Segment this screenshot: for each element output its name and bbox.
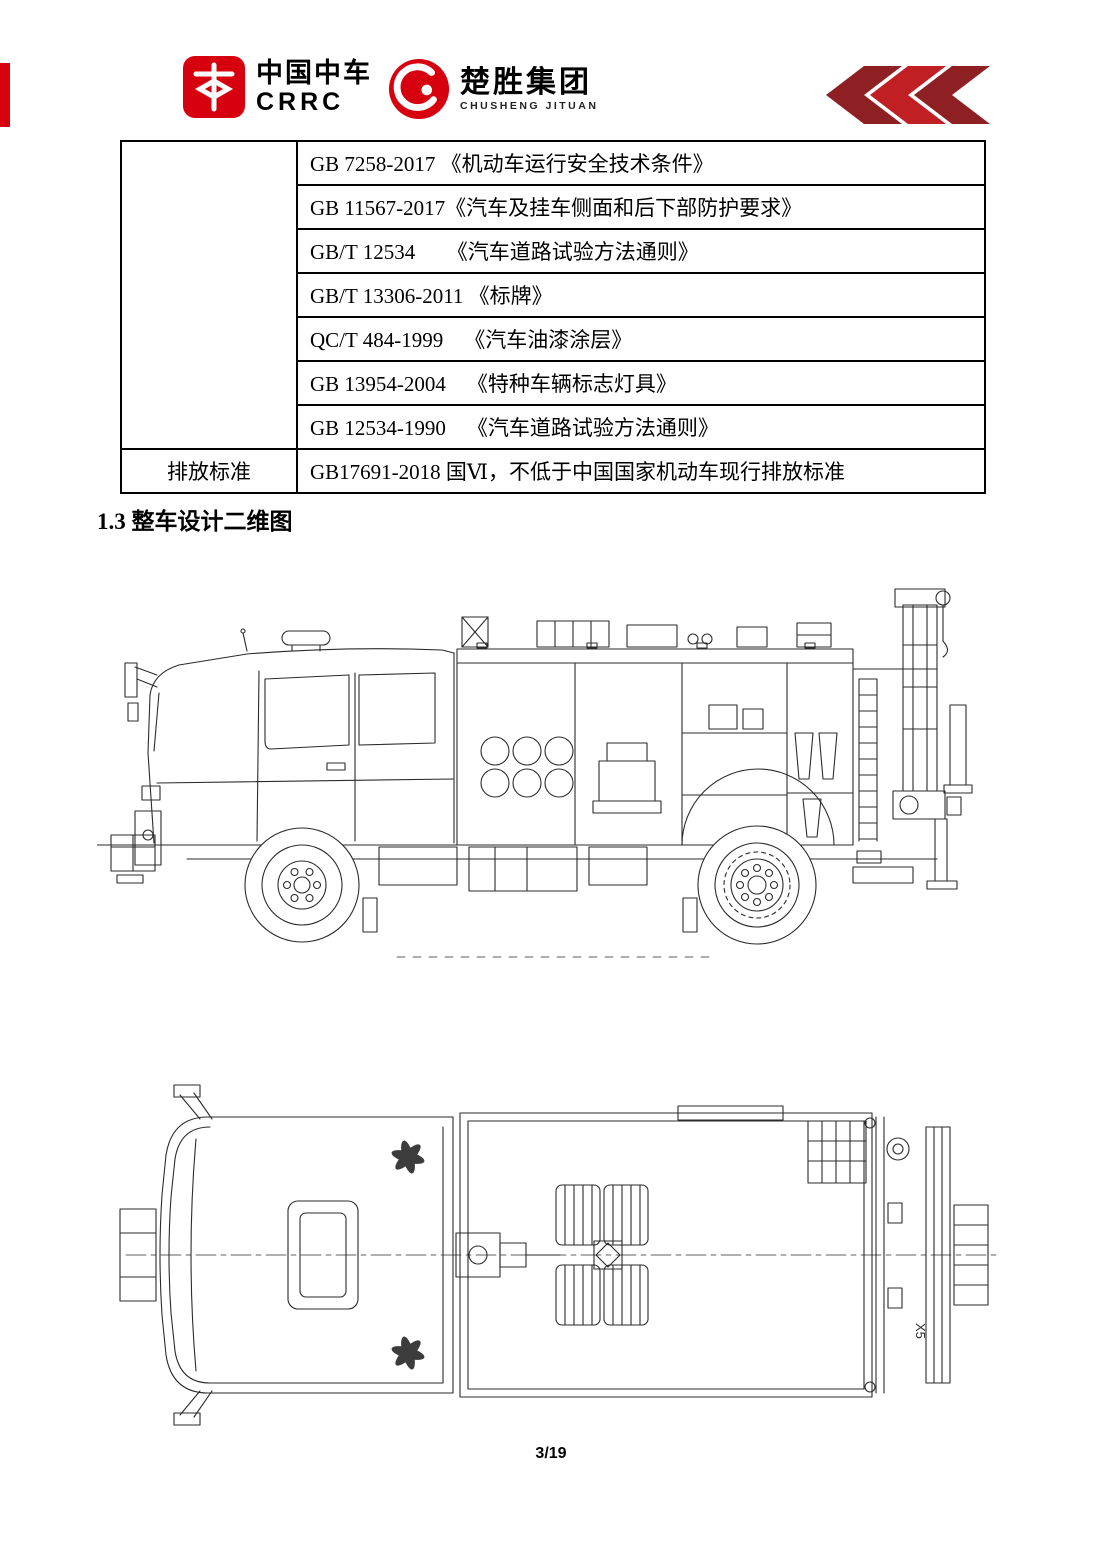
section-heading: 1.3 整车设计二维图	[97, 509, 293, 534]
table-merged-label-cell	[120, 140, 298, 450]
crrc-logo-text: 中国中车 CRRC	[256, 58, 372, 116]
fire-truck-side-view-drawing	[96, 583, 1002, 978]
crrc-logo: 中国中车 CRRC	[182, 55, 372, 119]
table-row: GB/T 13306-2011 《标牌》	[121, 272, 986, 318]
table-cell: QC/T 484-1999 《汽车油漆涂层》	[296, 316, 986, 362]
table-row: 排放标准 GB17691-2018 国Ⅵ，不低于中国国家机动车现行排放标准	[120, 448, 986, 494]
left-red-bar	[0, 63, 10, 127]
table-cell: GB17691-2018 国Ⅵ，不低于中国国家机动车现行排放标准	[296, 448, 986, 494]
standards-table: GB 7258-2017 《机动车运行安全技术条件》 GB 11567-2017…	[120, 140, 986, 494]
chusheng-logo-en: CHUSHENG JITUAN	[460, 100, 599, 113]
table-row: QC/T 484-1999 《汽车油漆涂层》	[121, 316, 986, 362]
chusheng-logo: 楚胜集团 CHUSHENG JITUAN	[388, 58, 598, 120]
table-row: GB/T 12534 《汽车道路试验方法通则》	[121, 228, 986, 274]
crrc-logo-cn: 中国中车	[256, 58, 372, 89]
table-cell: GB 12534-1990 《汽车道路试验方法通则》	[296, 404, 986, 450]
page-number: 3/19	[535, 1445, 567, 1462]
chusheng-emblem-icon	[388, 58, 450, 120]
table-cell: GB 7258-2017 《机动车运行安全技术条件》	[296, 140, 986, 186]
crrc-emblem-icon	[183, 56, 245, 118]
top-view-svg: X5	[119, 1084, 997, 1426]
table-cell: GB 11567-2017《汽车及挂车侧面和后下部防护要求》	[296, 184, 986, 230]
table-row: GB 7258-2017 《机动车运行安全技术条件》	[120, 140, 986, 450]
header-chevrons-decoration	[826, 66, 990, 124]
table-row: GB 12534-1990 《汽车道路试验方法通则》	[121, 404, 986, 450]
table-cell: GB/T 13306-2011 《标牌》	[296, 272, 986, 318]
chusheng-logo-text: 楚胜集团 CHUSHENG JITUAN	[460, 66, 598, 113]
top-view-model-label: X5	[913, 1323, 928, 1339]
chusheng-logo-cn: 楚胜集团	[460, 65, 592, 99]
crrc-logo-en: CRRC	[256, 87, 345, 116]
table-row: GB 11567-2017《汽车及挂车侧面和后下部防护要求》	[121, 184, 986, 230]
table-cell: GB 13954-2004 《特种车辆标志灯具》	[296, 360, 986, 406]
table-row: GB 13954-2004 《特种车辆标志灯具》	[121, 360, 986, 406]
side-view-svg	[96, 588, 973, 958]
table-cell: GB/T 12534 《汽车道路试验方法通则》	[296, 228, 986, 274]
table-label-cell: 排放标准	[120, 448, 298, 494]
fire-truck-top-view-drawing: X5	[108, 1083, 1008, 1433]
